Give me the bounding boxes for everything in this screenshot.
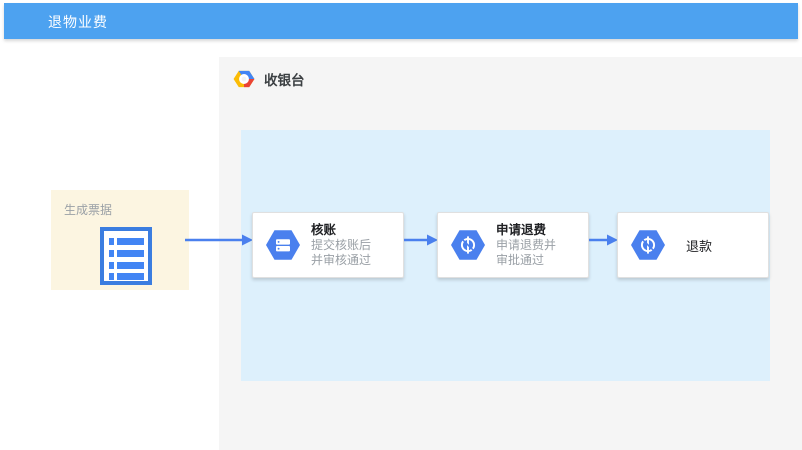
source-node-generate-invoice: 生成票据 xyxy=(51,190,189,290)
section-title: 收银台 xyxy=(264,73,305,88)
flow-node-reconcile[interactable]: 核账 提交核账后 并审核通过 xyxy=(252,212,404,278)
flow-node-title: 核账 xyxy=(311,222,337,237)
page-title: 退物业费 xyxy=(48,14,108,30)
flow-node-desc-line2: 并审核通过 xyxy=(311,252,372,267)
source-node-label: 生成票据 xyxy=(64,203,113,217)
google-cloud-logo-icon xyxy=(233,68,255,90)
refund-hexagon-icon xyxy=(450,227,486,263)
database-hexagon-icon xyxy=(265,227,301,263)
app-header-bar: 退物业费 xyxy=(4,3,798,39)
arrow-node1-to-node2 xyxy=(404,233,438,246)
flow-node-refund[interactable]: 退款 xyxy=(617,212,769,278)
flow-node-text: 核账 提交核账后 并审核通过 xyxy=(311,223,371,268)
flow-node-title: 申请退费 xyxy=(496,222,547,237)
flow-node-title: 退款 xyxy=(686,238,713,254)
flow-node-desc-line1: 申请退费并 xyxy=(496,238,557,252)
arrow-node2-to-node3 xyxy=(589,233,618,246)
section-header: 收银台 xyxy=(233,68,305,90)
flow-node-desc-line2: 审批通过 xyxy=(496,252,545,267)
refund-hexagon-icon xyxy=(630,227,666,263)
arrow-source-to-node1 xyxy=(185,233,253,246)
flow-node-text: 申请退费 申请退费并 审批通过 xyxy=(496,223,556,268)
flow-node-apply-refund[interactable]: 申请退费 申请退费并 审批通过 xyxy=(437,212,589,278)
invoice-list-icon xyxy=(100,227,152,285)
flow-node-desc-line1: 提交核账后 xyxy=(311,238,372,252)
